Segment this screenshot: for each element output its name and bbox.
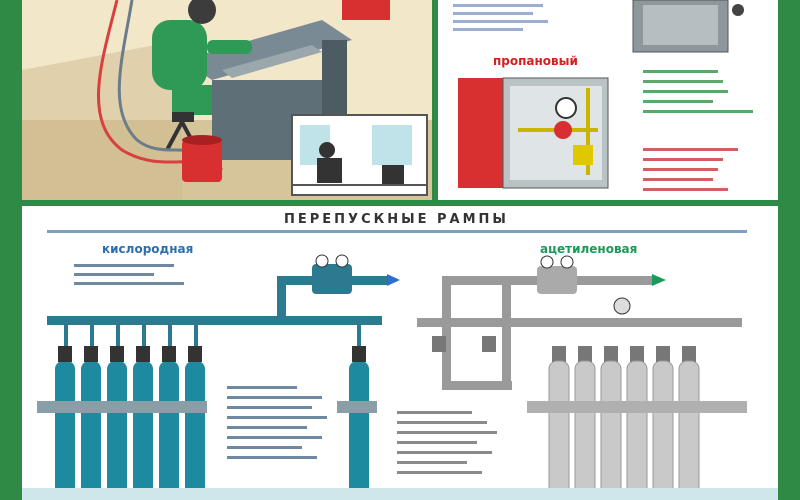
- welding-scene-drawing: [22, 0, 432, 200]
- propane-cabinet-title: пропановый: [493, 54, 578, 68]
- acetylene-ramp: [397, 255, 747, 497]
- bypass-ramps-panel: ПЕРЕПУСКНЫЕ РАМПЫ кислородная ацетиленов…: [22, 206, 778, 500]
- oxygen-cylinders: [55, 361, 369, 496]
- acetylene-regulator: [537, 266, 577, 294]
- cabinet-legend-green: [643, 70, 753, 113]
- ramps-title: ПЕРЕПУСКНЫЕ РАМПЫ: [284, 212, 509, 227]
- acetylene-ramp-label: ацетиленовая: [540, 242, 638, 256]
- oxygen-ramp: [37, 254, 400, 496]
- inset-booth-view: [291, 114, 428, 196]
- propane-cabinet: [458, 77, 609, 189]
- acetylene-flow-arrow-icon: [652, 274, 666, 286]
- oxygen-ramp-label: кислородная: [102, 242, 194, 256]
- pressure-gauge-icon: [555, 97, 577, 119]
- top-legend-lines: [453, 4, 548, 31]
- bypass-ramps-drawing: [22, 230, 778, 500]
- closed-cabinet: [632, 0, 744, 53]
- acetylene-cylinders: [548, 360, 700, 497]
- propane-cabinet-panel: пропановый: [438, 0, 778, 200]
- propane-cabinet-drawing: [453, 0, 753, 191]
- acetylene-gauge-icon: [613, 297, 631, 315]
- welding-workstation-illustration: [22, 0, 432, 200]
- oxygen-regulator: [312, 264, 352, 294]
- oxygen-flow-arrow-icon: [387, 274, 400, 286]
- red-bucket: [182, 135, 222, 182]
- subtitle-line: [47, 230, 747, 233]
- cabinet-legend-red: [643, 148, 738, 191]
- red-box: [342, 0, 390, 20]
